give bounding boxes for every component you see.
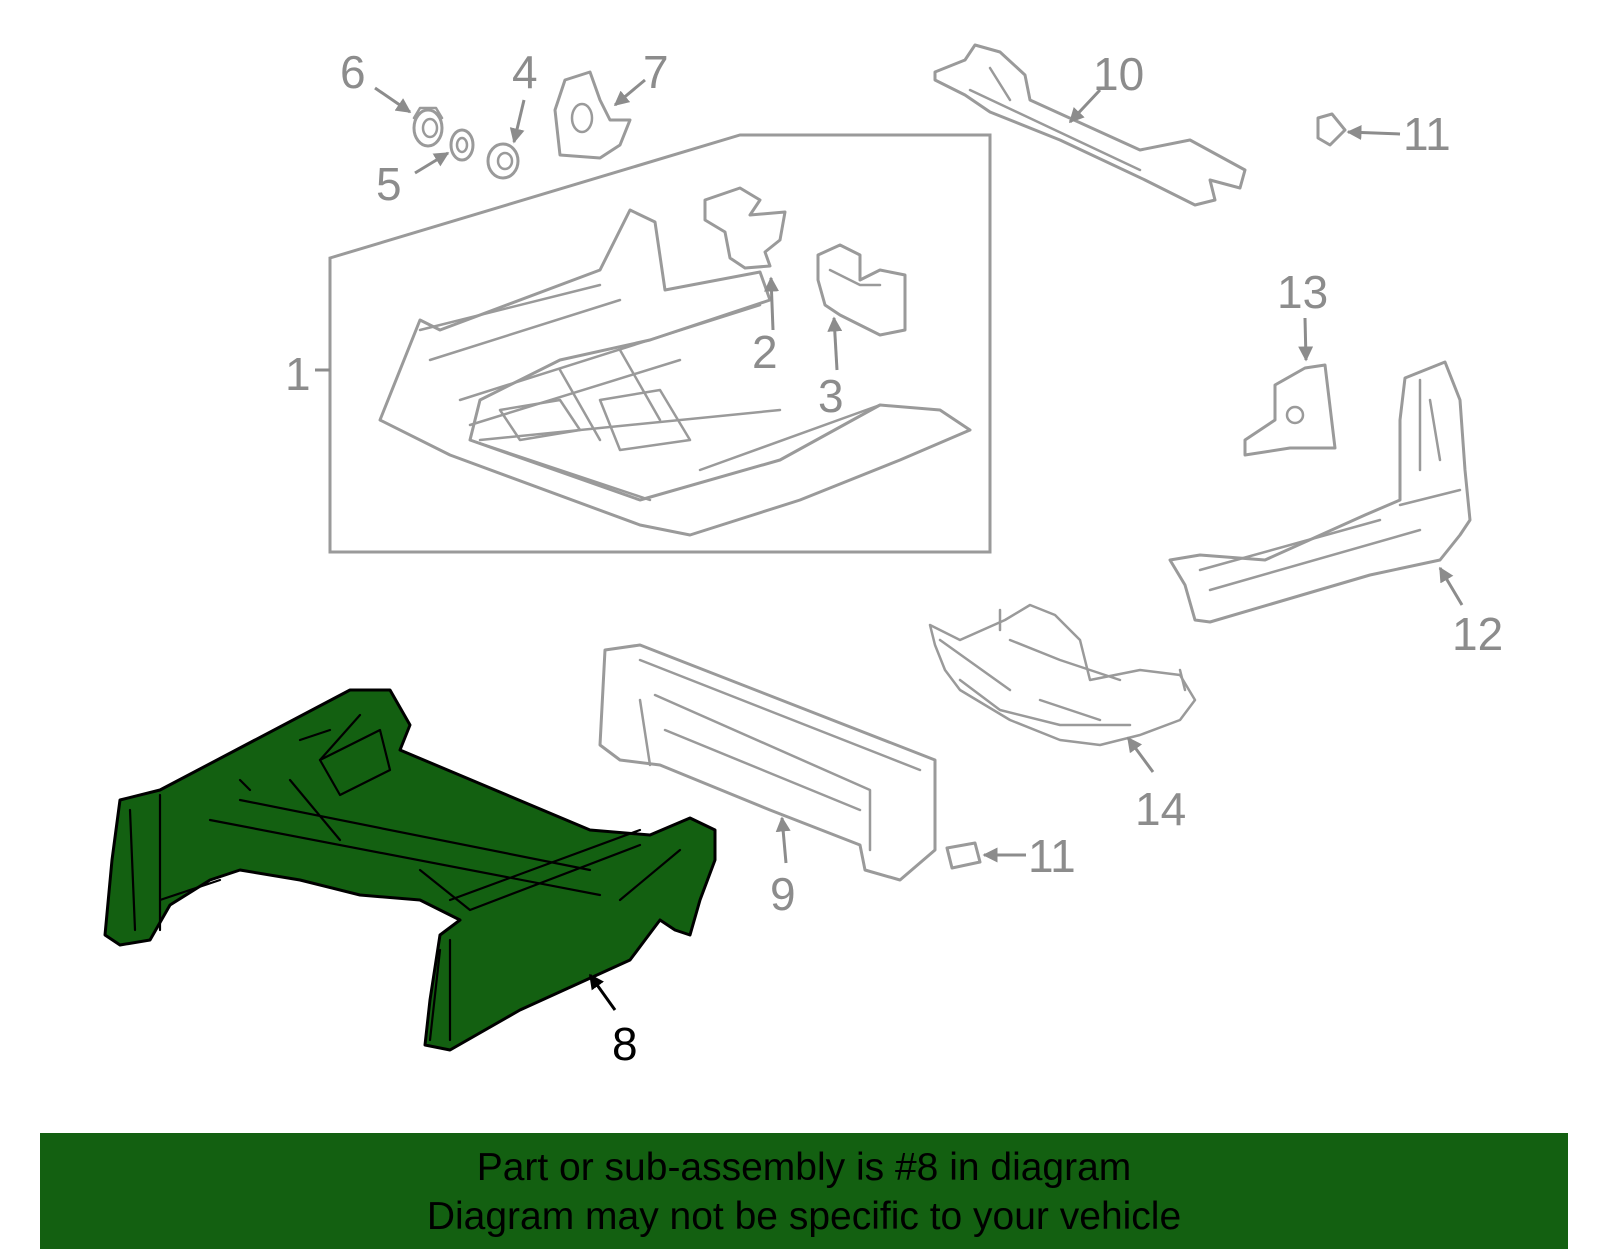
callout-11-lower: 11 <box>1028 830 1076 882</box>
part-14-wire-harness <box>928 603 1197 747</box>
part-9-cover <box>598 643 937 882</box>
callout-6: 6 <box>340 46 366 98</box>
part-2-bracket <box>703 186 787 270</box>
part-1-seat-track-assembly <box>378 208 972 537</box>
callout-1: 1 <box>285 348 311 400</box>
part-11-clip-lower <box>945 841 982 870</box>
part-7-bracket <box>553 70 632 160</box>
part-3-cover <box>816 243 907 337</box>
callout-4: 4 <box>512 46 538 98</box>
callout-8: 8 <box>612 1018 638 1070</box>
callout-12: 12 <box>1452 608 1503 660</box>
part-5-washer <box>449 128 475 162</box>
info-banner: Part or sub-assembly is #8 in diagram Di… <box>40 1133 1568 1249</box>
part-11-clip-upper <box>1316 112 1347 147</box>
callout-5: 5 <box>376 158 402 210</box>
callout-2: 2 <box>752 326 778 378</box>
callout-10: 10 <box>1093 48 1144 100</box>
callout-7: 7 <box>643 46 669 98</box>
banner-line-2: Diagram may not be specific to your vehi… <box>426 1195 1182 1238</box>
assembly-1-box <box>315 133 992 554</box>
leader-lines <box>374 78 1464 1011</box>
banner-line-1: Part or sub-assembly is #8 in diagram <box>476 1146 1132 1189</box>
part-8-seat-frame-highlighted <box>103 688 717 1052</box>
part-13-cover <box>1243 363 1337 457</box>
callout-13: 13 <box>1277 266 1328 318</box>
part-12-rail-bracket <box>1168 360 1472 624</box>
part-6-bolt <box>412 106 444 148</box>
callout-14: 14 <box>1135 783 1186 835</box>
part-4-nut <box>486 142 520 180</box>
callout-11-upper: 11 <box>1403 108 1451 160</box>
callout-9: 9 <box>770 868 796 920</box>
callout-3: 3 <box>818 370 844 422</box>
callout-labels: 1 2 3 4 5 6 7 8 9 10 11 11 12 13 14 <box>285 46 1503 1070</box>
part-10-rail-cover <box>933 43 1247 207</box>
